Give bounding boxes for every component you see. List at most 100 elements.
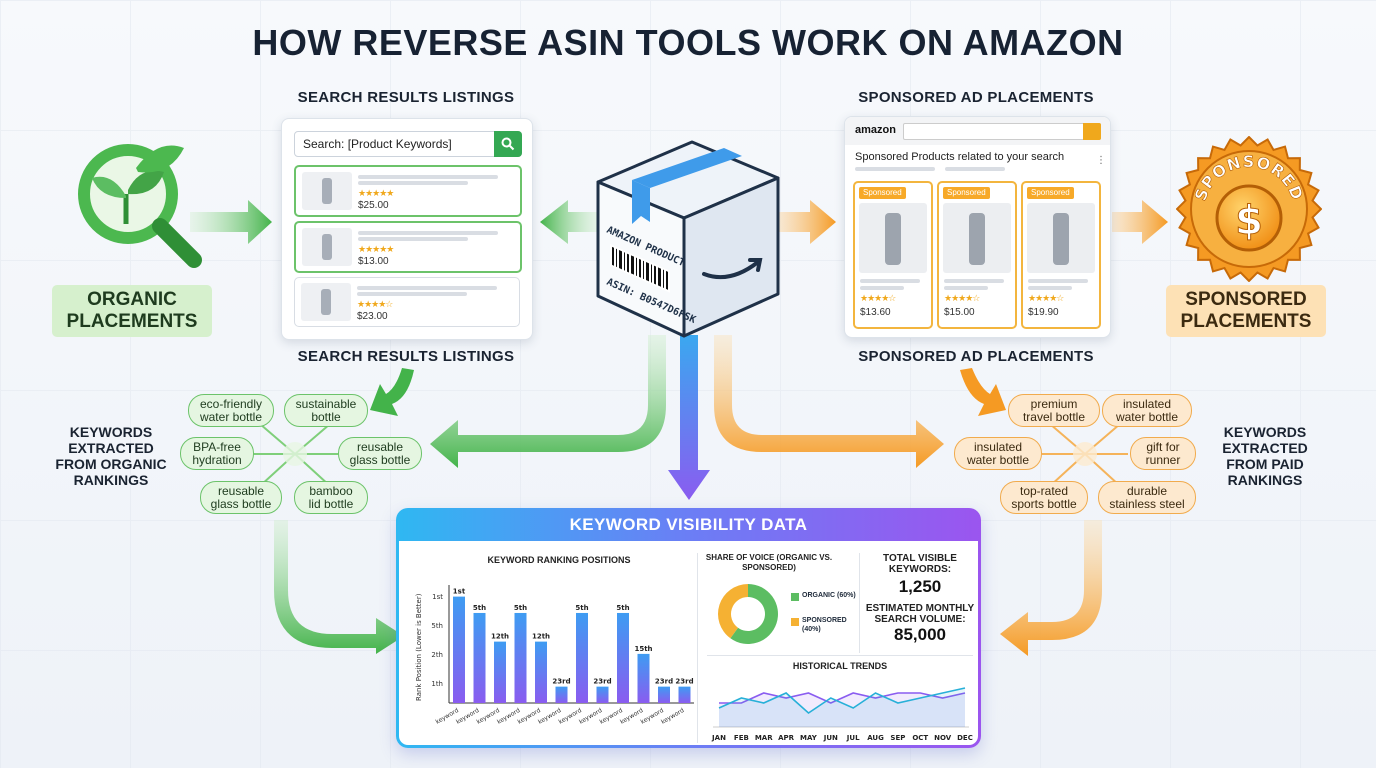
ranking-bar	[658, 686, 670, 703]
organic-keywords-label: KEYWORDS EXTRACTED FROM ORGANIC RANKINGS	[55, 424, 167, 488]
arrow-ads-to-paid-keywords	[960, 368, 1006, 416]
ranking-bar-label: 23rd	[552, 678, 570, 686]
ranking-x-label: keyword	[660, 707, 686, 726]
sov-slice-sponsored	[718, 584, 748, 639]
search-result-item[interactable]: ★★★★☆ $23.00	[294, 277, 520, 327]
arrow-product-to-dashboard	[668, 335, 710, 500]
ranking-y-tick: 1th	[431, 680, 443, 688]
ranking-y-axis-label: Rank Position (Lower is Better)	[415, 593, 423, 701]
ranking-bar	[617, 612, 629, 703]
trend-series-a	[718, 687, 966, 715]
paid-keyword-burst-icon	[1042, 423, 1128, 487]
sponsored-product-card[interactable]: Sponsored ★★★★☆ $19.90	[1021, 181, 1101, 329]
legend-swatch-sponsored	[791, 618, 799, 626]
share-of-voice-donut	[718, 584, 778, 644]
trend-series-b	[719, 692, 966, 704]
organic-magnifier-icon	[78, 144, 202, 268]
rating-stars: ★★★★☆	[860, 293, 896, 303]
search-input[interactable]: Search: [Product Keywords]	[294, 131, 522, 157]
organic-keyword-pill: BPA-free hydration	[180, 437, 254, 470]
paid-keyword-pill: premium travel bottle	[1008, 394, 1100, 427]
search-result-item[interactable]: ★★★★★ $25.00	[294, 165, 522, 217]
sov-title: SHARE OF VOICE (ORGANIC VS. SPONSORED)	[705, 553, 833, 572]
arrow-product-to-ads	[778, 200, 836, 244]
sponsored-product-card[interactable]: Sponsored ★★★★☆ $15.00	[937, 181, 1017, 329]
card-price: $19.90	[1028, 307, 1059, 318]
sponsored-tag: Sponsored	[943, 187, 990, 199]
result-price: $13.00	[358, 256, 389, 267]
search-volume-value: 85,000	[894, 625, 946, 644]
svg-text:$: $	[1235, 198, 1263, 244]
dashboard-title: KEYWORD VISIBILITY DATA	[569, 515, 808, 534]
serp-label-top: SEARCH RESULTS LISTINGS	[297, 89, 515, 106]
search-results-mockup: Search: [Product Keywords] ★★★★★ $25.00 …	[281, 118, 533, 340]
arrow-ads-to-badge	[1112, 200, 1168, 244]
result-price: $25.00	[358, 200, 389, 211]
legend-sponsored: SPONSORED (40%)	[802, 617, 847, 633]
amazon-product-box-icon: AMAZON PRODUCT ASIN: B0547D6FSK	[596, 140, 780, 338]
ranking-bar-label: 5th	[473, 604, 486, 612]
ranking-bar-label: 1st	[453, 588, 466, 596]
search-icon	[501, 137, 515, 151]
search-button[interactable]	[494, 131, 522, 157]
trends-month-label: DEC	[957, 734, 973, 742]
trends-month-label: NOV	[934, 734, 952, 742]
keyword-visibility-dashboard: KEYWORD VISIBILITY DATA KEYWORD RANKING …	[396, 508, 981, 748]
sov-slice-organic	[730, 584, 778, 644]
arrow-serp-to-organic-keywords	[370, 368, 414, 416]
ranking-bar-chart: Rank Position (Lower is Better) 1st 5th 2t…	[415, 585, 694, 726]
ranking-bar-label: 23rd	[593, 678, 611, 686]
search-result-item[interactable]: ★★★★★ $13.00	[294, 221, 522, 273]
ranking-y-tick: 2th	[431, 651, 443, 659]
sponsored-ads-mockup: amazon Sponsored Products related to you…	[844, 116, 1111, 338]
ranking-bar-label: 5th	[514, 604, 527, 612]
trends-month-label: SEP	[890, 734, 905, 742]
trend-series-a-area	[719, 688, 965, 727]
trends-month-label: MAR	[755, 734, 773, 742]
sponsored-badge-icon: $ SPONSORED	[1176, 136, 1322, 282]
trends-month-label: AUG	[867, 734, 884, 742]
ranking-bar	[596, 686, 609, 703]
amazon-search-input[interactable]	[903, 123, 1101, 140]
ranking-bar	[494, 641, 506, 703]
ads-label-bottom: SPONSORED AD PLACEMENTS	[858, 348, 1094, 365]
ranking-bar-label: 23rd	[675, 678, 693, 686]
organic-placements-label: ORGANIC PLACEMENTS	[52, 285, 212, 337]
arrow-product-to-serp	[540, 200, 598, 244]
ranking-bar-label: 15th	[634, 645, 652, 653]
sponsored-product-card[interactable]: Sponsored ★★★★☆ $13.60	[853, 181, 933, 329]
product-image	[1027, 203, 1095, 273]
more-options-icon[interactable]: ⋮	[1096, 155, 1106, 166]
arrow-product-to-paid-keywords	[714, 335, 944, 468]
ranking-bar	[514, 612, 527, 703]
result-price: $23.00	[357, 311, 388, 322]
total-keywords-value: 1,250	[898, 577, 942, 596]
amazon-logo: amazon	[855, 124, 896, 136]
paid-keyword-pill: insulated water bottle	[1102, 394, 1192, 427]
legend-organic: ORGANIC (60%)	[802, 592, 856, 599]
arrow-paid-keywords-to-dashboard	[1000, 520, 1102, 656]
arrow-product-to-organic-keywords	[430, 335, 666, 468]
rating-stars: ★★★★☆	[1028, 293, 1064, 303]
rating-stars: ★★★★☆	[357, 299, 393, 309]
ranking-bar	[555, 686, 568, 703]
ranking-bar	[453, 596, 465, 703]
legend-swatch-organic	[791, 593, 799, 601]
card-price: $13.60	[860, 307, 891, 318]
organic-keyword-pill: sustainable bottle	[284, 394, 368, 427]
trends-month-label: JAN	[711, 734, 726, 742]
arrow-organic-keywords-to-dashboard	[274, 520, 404, 654]
product-image	[943, 203, 1011, 273]
trends-month-label: OCT	[912, 734, 928, 742]
ranking-bar	[576, 612, 588, 703]
ads-label-top: SPONSORED AD PLACEMENTS	[858, 89, 1094, 106]
product-thumbnail	[302, 172, 352, 210]
ranking-y-tick: 5th	[431, 622, 443, 630]
ranking-y-tick: 1st	[432, 593, 443, 601]
paid-keyword-pill: insulated water bottle	[954, 437, 1042, 470]
organic-keyword-pill: bamboo lid bottle	[294, 481, 368, 514]
ranking-bar-label: 5th	[616, 604, 629, 612]
ranking-bar	[637, 653, 650, 703]
